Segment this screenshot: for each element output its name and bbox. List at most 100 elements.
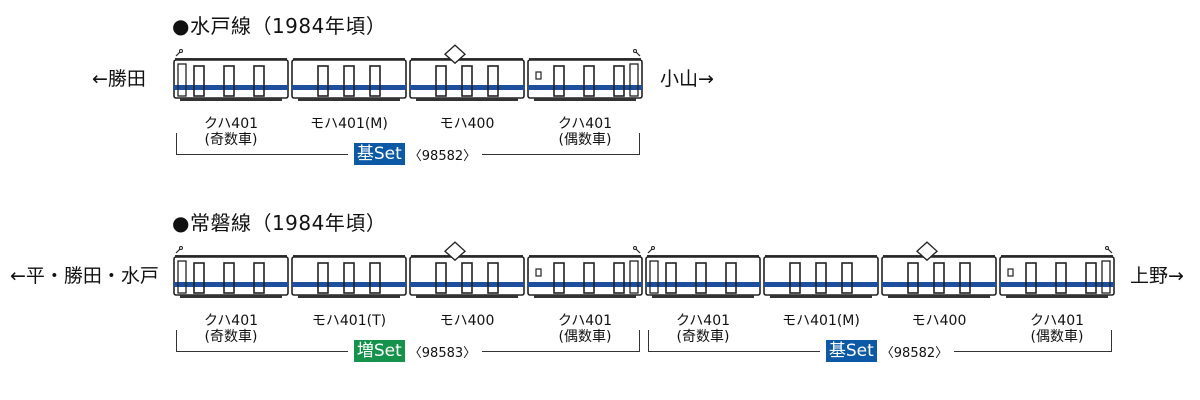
car-underfloor <box>652 295 754 298</box>
car-door <box>435 65 447 97</box>
car-underfloor <box>180 98 282 101</box>
car-door <box>1085 262 1097 294</box>
car-underfloor <box>534 295 636 298</box>
car-underfloor <box>298 98 400 101</box>
car-door <box>553 262 565 294</box>
car-name: モハ401(M) <box>782 313 860 329</box>
direction-right-mito: 小山→ <box>660 68 714 90</box>
car-door <box>789 262 801 294</box>
car-name: クハ401 <box>675 313 731 329</box>
train-car-kuha-even <box>998 241 1116 299</box>
car-door <box>343 262 355 294</box>
car-label: クハ401(偶数車) <box>526 313 644 345</box>
car-door <box>665 262 677 294</box>
car-name: モハ401(M) <box>310 116 388 132</box>
car-door <box>553 65 565 97</box>
direction-right-joban: 上野→ <box>1130 265 1184 287</box>
car-door <box>815 262 827 294</box>
car-underfloor <box>298 295 400 298</box>
direction-left-mito: ←勝田 <box>92 68 146 90</box>
car-door <box>841 262 853 294</box>
car-label: モハ401(T) <box>290 313 408 329</box>
car-door <box>369 65 381 97</box>
car-subname: (偶数車) <box>1030 329 1084 345</box>
car-subname: (奇数車) <box>204 329 258 345</box>
train-car-moha-m <box>762 241 880 299</box>
car-subname: (奇数車) <box>676 329 730 345</box>
car-label: モハ400 <box>408 116 526 132</box>
car-name: クハ401 <box>557 116 613 132</box>
train-car-moha-pan <box>408 241 526 299</box>
car-door <box>725 262 737 294</box>
car-subname: (偶数車) <box>558 329 612 345</box>
set-code: 〈98582〉 <box>408 148 477 164</box>
set-label: 基Set〈98582〉 <box>819 340 955 362</box>
car-door <box>461 65 473 97</box>
pantograph-icon <box>916 241 938 262</box>
section-title-mito: ●水戸線（1984年頃） <box>172 14 387 38</box>
car-stripe <box>410 85 524 90</box>
car-stripe <box>292 85 406 90</box>
car-label: クハ401(偶数車) <box>526 116 644 148</box>
car-label: モハ400 <box>408 313 526 329</box>
car-underfloor <box>1006 295 1108 298</box>
cab-window <box>629 63 639 97</box>
car-label: モハ401(M) <box>762 313 880 329</box>
train-car-moha-m <box>290 241 408 299</box>
car-door <box>193 65 205 97</box>
cab-window <box>177 63 187 97</box>
car-door <box>959 262 971 294</box>
car-door <box>253 65 265 97</box>
direction-left-joban: ←平・勝田・水戸 <box>10 265 159 287</box>
car-label: クハ401(奇数車) <box>644 313 762 345</box>
car-door <box>907 262 919 294</box>
car-label: モハ401(M) <box>290 116 408 132</box>
car-stripe <box>174 282 288 287</box>
pantograph-icon <box>444 44 466 65</box>
car-stripe <box>646 282 760 287</box>
set-badge: 基Set <box>825 340 877 362</box>
section-title-joban: ●常磐線（1984年頃） <box>172 211 387 235</box>
car-stripe <box>174 85 288 90</box>
car-underfloor <box>416 98 518 101</box>
car-stripe <box>528 85 642 90</box>
car-stripe <box>292 282 406 287</box>
train-car-kuha-odd <box>172 241 290 299</box>
set-badge: 増Set <box>353 340 405 362</box>
car-door <box>317 65 329 97</box>
car-door <box>223 262 235 294</box>
car-door <box>1055 262 1067 294</box>
car-underfloor <box>534 98 636 101</box>
cab-window <box>629 260 639 294</box>
car-underfloor <box>888 295 990 298</box>
car-label: クハ401(偶数車) <box>998 313 1116 345</box>
car-label: クハ401(奇数車) <box>172 116 290 148</box>
car-stripe <box>1000 282 1114 287</box>
train-car-kuha-even <box>526 241 644 299</box>
car-door <box>613 262 625 294</box>
train-car-moha-pan <box>880 241 998 299</box>
set-label: 基Set〈98582〉 <box>347 143 483 165</box>
train-car-kuha-even <box>526 44 644 102</box>
cab-window <box>649 260 659 294</box>
car-name: モハ400 <box>439 313 495 329</box>
car-stripe <box>882 282 996 287</box>
set-badge: 基Set <box>353 143 405 165</box>
train-car-kuha-odd <box>644 241 762 299</box>
set-label: 増Set〈98583〉 <box>347 340 483 362</box>
car-stripe <box>410 282 524 287</box>
car-name: モハ400 <box>439 116 495 132</box>
car-door <box>583 65 595 97</box>
car-door <box>487 65 499 97</box>
pantograph-icon <box>444 241 466 262</box>
train-car-moha-m <box>290 44 408 102</box>
car-name: モハ401(T) <box>311 313 387 329</box>
car-underfloor <box>180 295 282 298</box>
car-subname: (奇数車) <box>204 132 258 148</box>
car-stripe <box>528 282 642 287</box>
car-door <box>695 262 707 294</box>
car-door <box>253 262 265 294</box>
train-car-moha-pan <box>408 44 526 102</box>
set-code: 〈98582〉 <box>880 345 949 361</box>
cab-window <box>177 260 187 294</box>
